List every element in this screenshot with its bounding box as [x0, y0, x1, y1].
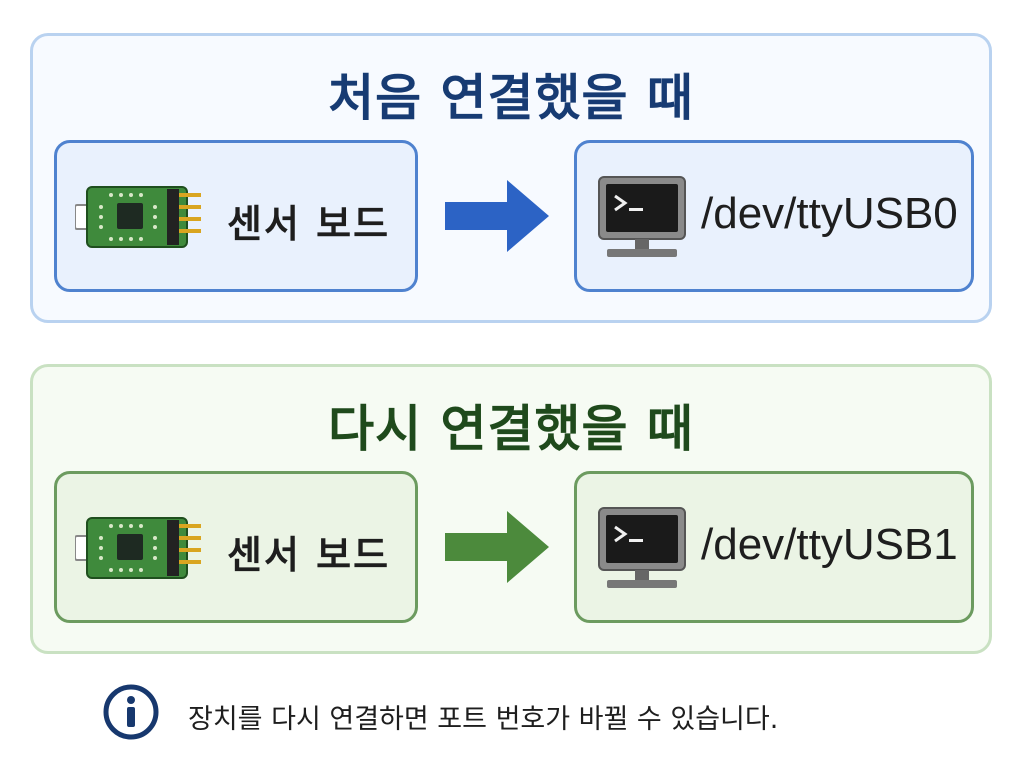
- first-connection-panel: 처음 연결했을 때 센서 보드: [30, 33, 992, 323]
- terminal-icon: [598, 176, 686, 257]
- terminal-icon: [598, 507, 686, 588]
- arrow-right-icon: [445, 511, 549, 583]
- serial-port-card: /dev/ttyUSB1: [574, 471, 974, 623]
- circuit-board-icon: [75, 186, 201, 248]
- circuit-board-icon: [75, 517, 201, 579]
- arrow-right-icon: [445, 180, 549, 252]
- panel-title: 다시 연결했을 때: [328, 400, 694, 458]
- port-label: /dev/ttyUSB1: [701, 520, 958, 569]
- info-note: 장치를 다시 연결하면 포트 번호가 바뀔 수 있습니다.: [102, 683, 962, 743]
- device-label: 센서 보드: [227, 533, 391, 577]
- panel-title: 처음 연결했을 때: [328, 69, 694, 127]
- note-text: 장치를 다시 연결하면 포트 번호가 바뀔 수 있습니다.: [188, 704, 779, 735]
- device-label: 센서 보드: [227, 202, 391, 246]
- sensor-board-card: 센서 보드: [54, 140, 418, 292]
- second-connection-panel: 다시 연결했을 때 센서 보드: [30, 364, 992, 654]
- port-label: /dev/ttyUSB0: [701, 189, 958, 238]
- serial-port-card: /dev/ttyUSB0: [574, 140, 974, 292]
- info-icon: [103, 684, 159, 740]
- sensor-board-card: 센서 보드: [54, 471, 418, 623]
